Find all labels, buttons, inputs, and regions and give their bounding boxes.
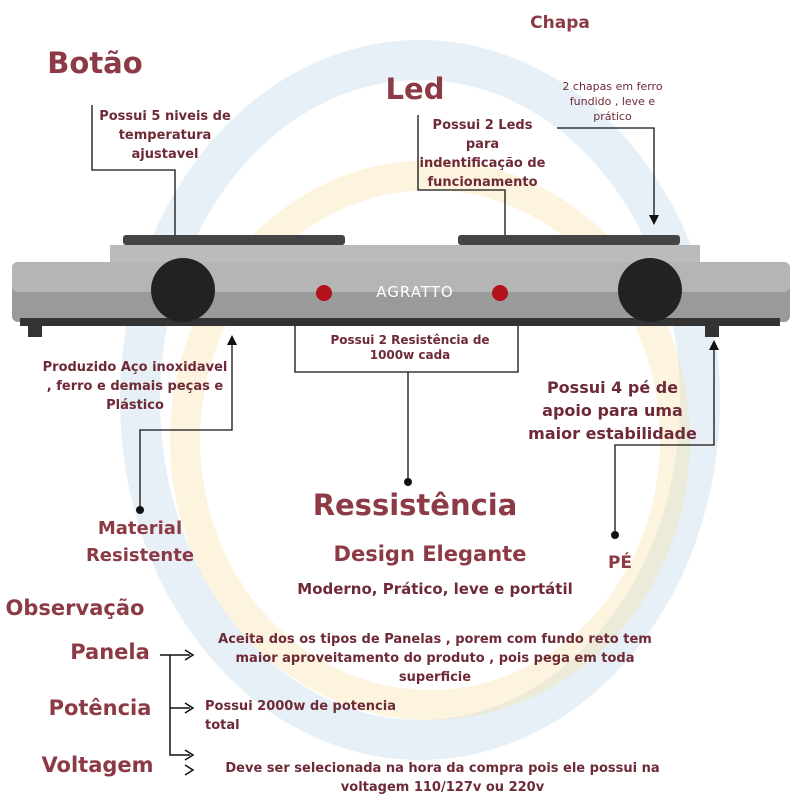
chapa-desc: 2 chapas em ferro fundido , leve e práti… [562,80,663,123]
design-title: Design Elegante [333,542,527,566]
brand-logo: AGRATTO [376,283,454,301]
material-desc: Produzido Aço inoxidavel , ferro e demai… [42,360,228,413]
resistencia-title: Ressistência [312,488,518,522]
led-desc: Possui 2 Leds para indentificação de fun… [419,118,546,190]
panela-desc: Aceita dos os tipos de Panelas , porem c… [218,632,652,685]
material-title: Material Resistente [85,518,195,566]
potencia-desc: Possui 2000w de potencia total [205,699,396,733]
panela-label: Panela [70,640,150,664]
design-desc: Moderno, Prático, leve e portátil [297,580,573,598]
botao-desc: Possui 5 niveis de temperatura ajustavel [99,109,231,162]
voltagem-label: Voltagem [41,753,154,777]
observacao-title: Observação [5,596,145,620]
potencia-label: Potência [48,696,152,720]
pe-desc: Possui 4 pé de apoio para uma maior esta… [528,378,697,443]
chapa-title: Chapa [530,13,590,33]
voltagem-desc: Deve ser selecionada na hora da compra p… [225,761,660,795]
cooktop-illustration [12,235,790,337]
pe-title: PÉ [607,553,633,573]
led-title: Led [385,72,445,106]
resistencia-desc: Possui 2 Resistência de 1000w cada [330,333,490,362]
botao-title: Botão [47,46,143,80]
